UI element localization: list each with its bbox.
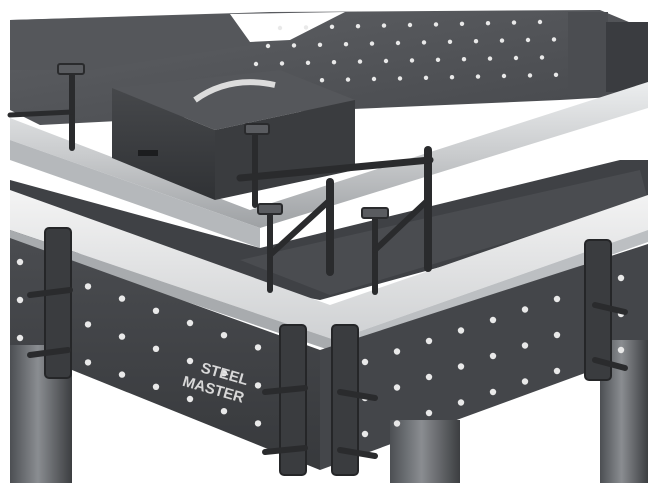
- panel-hole: [369, 41, 375, 46]
- panel-hole: [305, 60, 311, 65]
- panel-hole: [303, 25, 309, 30]
- panel-hole: [425, 409, 433, 417]
- clamp-heads: [57, 63, 389, 219]
- panel-hole: [511, 20, 517, 25]
- panel-hole: [16, 258, 24, 266]
- panel-hole: [447, 39, 453, 44]
- panel-hole: [449, 75, 455, 80]
- panel-hole: [118, 333, 126, 340]
- panel-hole: [84, 321, 92, 328]
- upper-silver-rail: [10, 82, 648, 248]
- panel-hole: [617, 346, 625, 354]
- panel-hole: [317, 42, 323, 47]
- panel-hole: [84, 359, 92, 366]
- panel-hole: [383, 58, 389, 64]
- panel-hole: [521, 306, 529, 313]
- panel-hole: [186, 319, 194, 327]
- panel-hole: [393, 420, 401, 427]
- panel-hole: [553, 72, 559, 78]
- panel-hole: [553, 295, 561, 303]
- panel-hole: [279, 61, 285, 66]
- panel-hole: [489, 352, 497, 360]
- panel-hole: [254, 344, 262, 351]
- panel-hole: [425, 373, 433, 381]
- panel-hole: [84, 283, 92, 290]
- panel-hole: [397, 76, 403, 81]
- panel-hole: [152, 307, 160, 314]
- clamp-rods: [7, 69, 434, 295]
- panel-hole: [407, 22, 413, 28]
- panel-hole: [553, 331, 561, 339]
- panel-hole: [421, 40, 427, 45]
- panel-hole: [551, 37, 557, 42]
- panel-hole: [220, 408, 228, 415]
- panel-hole: [343, 42, 349, 47]
- panel-hole: [371, 76, 377, 82]
- panel-hole: [501, 73, 507, 79]
- panel-hole: [395, 40, 401, 46]
- panel-hole: [525, 37, 531, 43]
- table-legs: [10, 340, 648, 483]
- panel-hole: [265, 43, 271, 49]
- panel-hole: [361, 430, 369, 438]
- panel-hole: [381, 23, 387, 28]
- panel-hole: [220, 370, 228, 377]
- panel-hole: [457, 399, 465, 406]
- panel-hole: [457, 363, 465, 370]
- panel-hole: [435, 57, 441, 62]
- panel-hole: [487, 56, 493, 61]
- panel-hole: [16, 334, 24, 342]
- panel-hole: [527, 73, 533, 78]
- panel-hole: [475, 74, 481, 79]
- panel-hole: [277, 25, 283, 31]
- panel-hole: [16, 296, 24, 304]
- panel-hole: [355, 24, 361, 29]
- panel-hole: [499, 38, 505, 43]
- panel-hole: [617, 274, 625, 282]
- panel-hole: [489, 316, 497, 324]
- panel-hole: [291, 43, 297, 48]
- panel-hole: [152, 345, 160, 352]
- panel-hole: [254, 382, 262, 389]
- panel-hole: [254, 420, 262, 427]
- panel-hole: [461, 57, 467, 62]
- panel-hole: [329, 24, 335, 29]
- panel-hole: [118, 295, 126, 302]
- bracket-bolts: [27, 287, 628, 459]
- panel-hole: [186, 395, 194, 403]
- panel-hole: [521, 342, 529, 349]
- panel-hole: [539, 55, 545, 60]
- panel-hole: [152, 383, 160, 390]
- panel-hole: [118, 371, 126, 378]
- panel-hole: [473, 39, 479, 44]
- panel-hole: [361, 358, 369, 366]
- panel-hole: [485, 21, 491, 26]
- panel-hole: [345, 77, 351, 82]
- panel-hole: [393, 348, 401, 355]
- left-side-panel: [10, 238, 320, 470]
- side-brackets: [44, 227, 612, 476]
- right-side-panel: [320, 244, 648, 470]
- panel-hole: [537, 19, 543, 25]
- panel-hole: [425, 337, 433, 345]
- panel-hole: [409, 58, 415, 63]
- panel-hole: [459, 21, 465, 26]
- panel-hole: [457, 327, 465, 334]
- panel-hole: [393, 384, 401, 391]
- panel-hole: [513, 55, 519, 61]
- panel-hole: [319, 78, 325, 83]
- panel-hole: [253, 61, 259, 67]
- panel-hole: [186, 357, 194, 365]
- panel-hole: [423, 75, 429, 81]
- panel-hole: [331, 60, 337, 65]
- panel-hole: [521, 378, 529, 385]
- panel-hole: [220, 332, 228, 339]
- panel-hole: [553, 367, 561, 375]
- panel-hole: [357, 59, 363, 64]
- panel-hole: [489, 388, 497, 396]
- panel-hole: [433, 22, 439, 27]
